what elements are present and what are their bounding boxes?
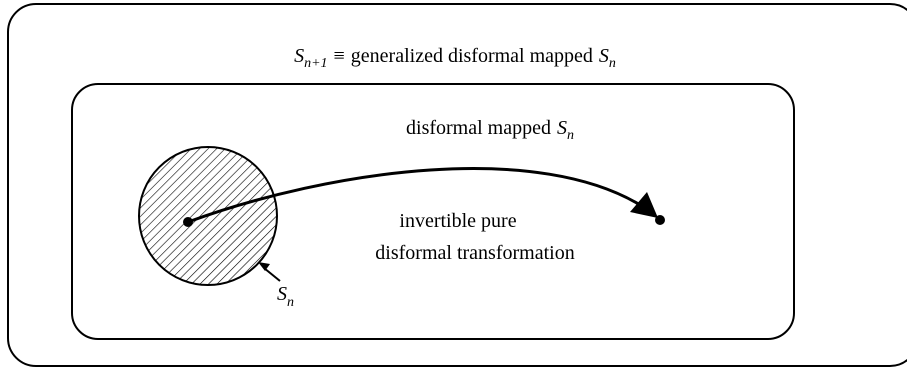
inner-region-box: [71, 83, 795, 340]
set-pointer-line: [263, 267, 281, 282]
outer-region-box: [7, 3, 907, 367]
set-sn-label: Sn: [277, 283, 294, 310]
transform-label-line2: disformal transformation: [375, 242, 574, 264]
transform-arrow-head: [630, 192, 658, 218]
transform-end-point: [655, 215, 665, 225]
transform-curve: [187, 167, 646, 224]
set-pointer-arrow-head: [258, 262, 270, 271]
transform-label-line1: invertible pure: [399, 210, 516, 232]
